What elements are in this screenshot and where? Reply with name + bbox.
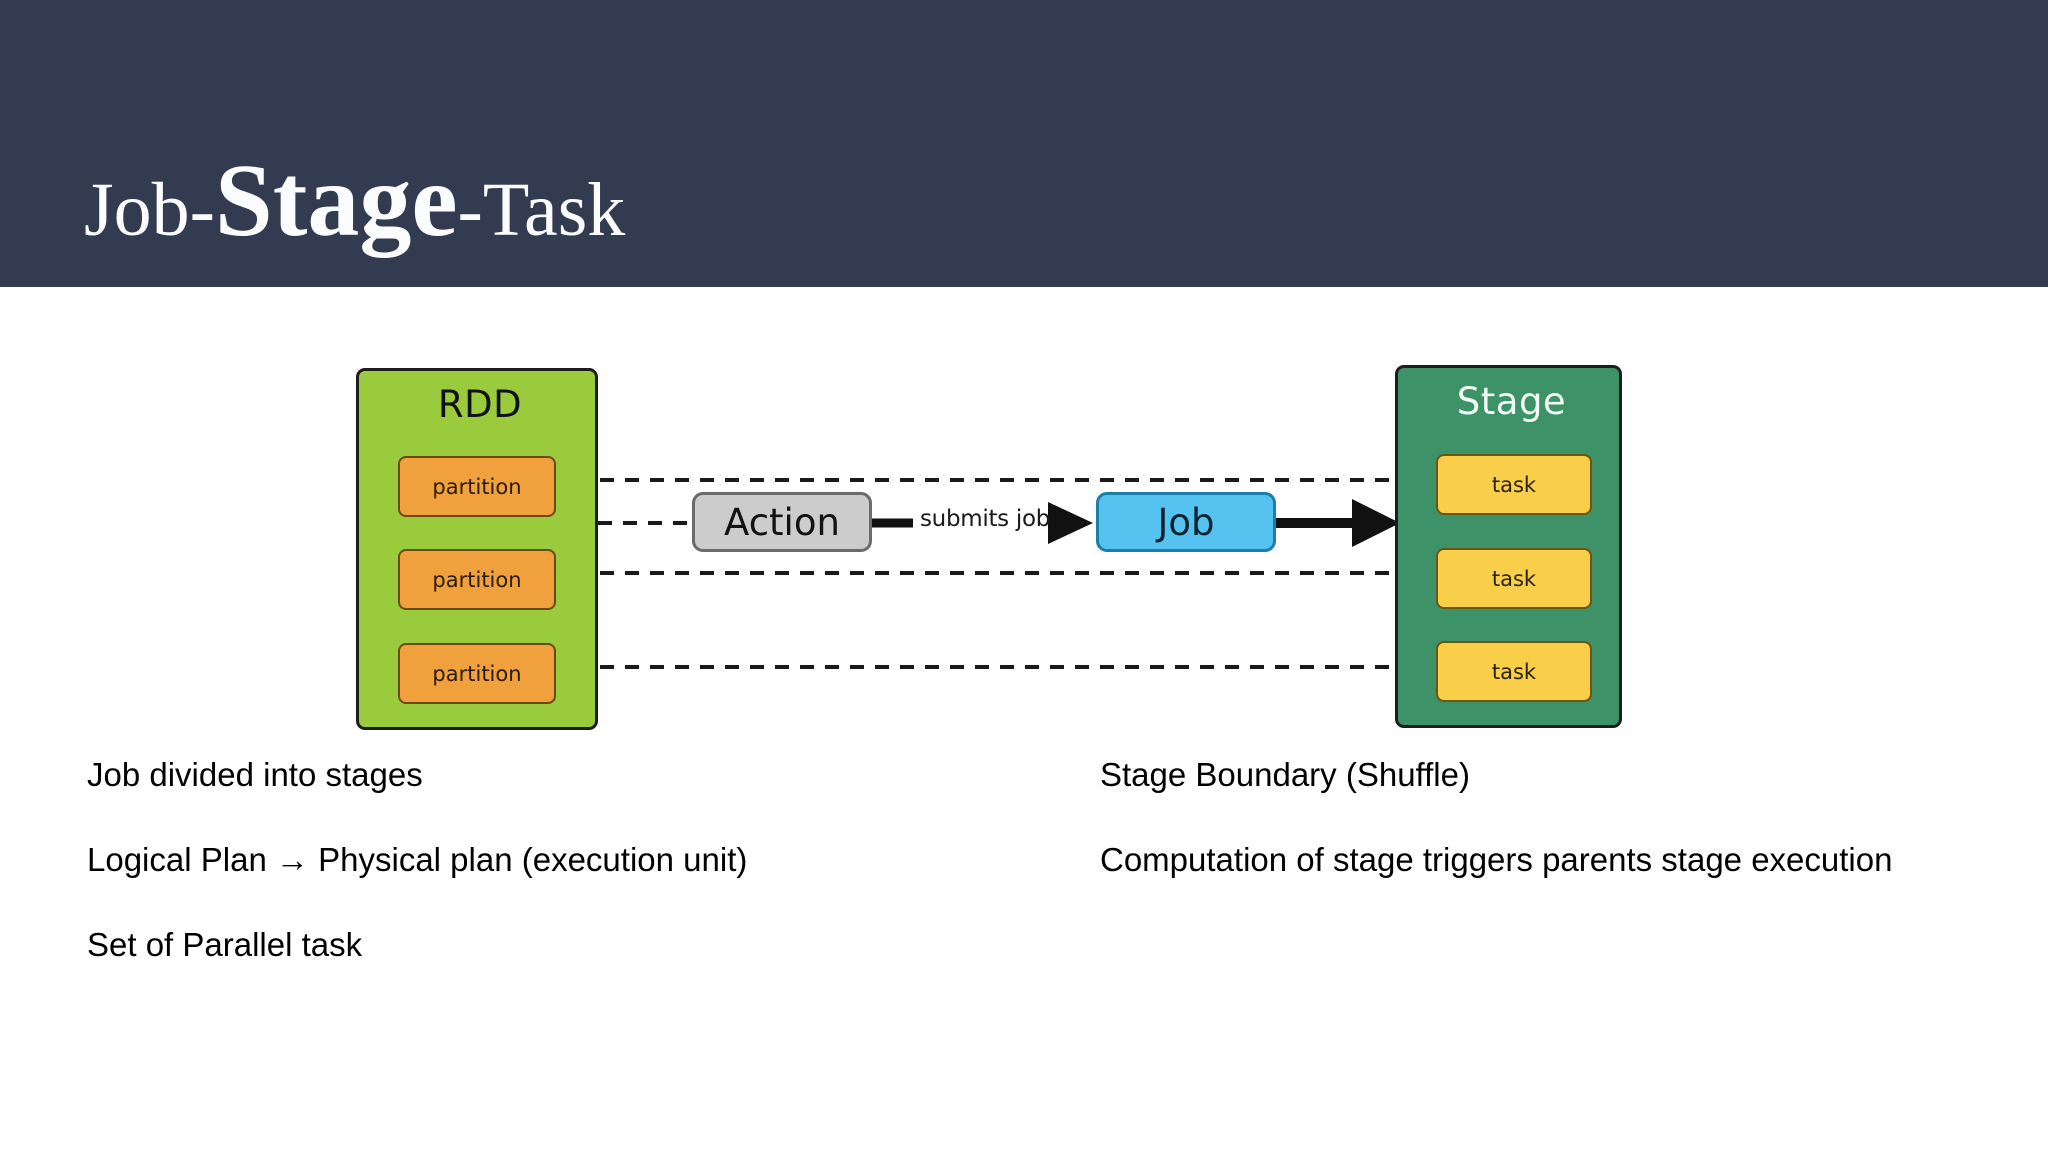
page-title: Job-Stage-Task: [84, 149, 625, 253]
partition-box[interactable]: partition: [398, 456, 556, 517]
action-node[interactable]: Action: [692, 492, 872, 552]
bullet-item: Logical Plan → Physical plan (execution …: [87, 840, 748, 878]
rdd-label: RDD: [437, 383, 523, 426]
task-box[interactable]: task: [1436, 548, 1592, 609]
arrowhead-submits-job: [1048, 502, 1093, 544]
spark-job-stage-task-diagram: RDD partition partition partition Action…: [0, 287, 2048, 757]
stage-container[interactable]: Stage task task task: [1395, 365, 1622, 728]
title-segment-task: Task: [482, 168, 626, 253]
title-separator-1: -: [189, 168, 215, 253]
title-segment-job: Job: [84, 168, 190, 253]
submits-job-edge-label: submits job: [919, 506, 1051, 532]
stage-label: Stage: [1456, 380, 1567, 423]
title-header-bar: [0, 0, 2048, 287]
title-segment-stage: Stage: [214, 143, 458, 259]
rdd-container[interactable]: RDD partition partition partition: [356, 368, 598, 730]
diagram-connectors: [540, 459, 1400, 688]
bullet-item: Set of Parallel task: [87, 925, 363, 963]
partition-box[interactable]: partition: [398, 549, 556, 610]
bullet-column-left: Job divided into stages Logical Plan → P…: [87, 756, 1007, 1012]
bullet-section: Job divided into stages Logical Plan → P…: [0, 756, 2048, 1152]
bullet-column-right: Stage Boundary (Shuffle) Computation of …: [1100, 756, 1960, 927]
bullet-item: Computation of stage triggers parents st…: [1100, 840, 1893, 878]
task-box[interactable]: task: [1436, 641, 1592, 702]
bullet-item: Stage Boundary (Shuffle): [1100, 756, 1470, 793]
slide-body: RDD partition partition partition Action…: [0, 287, 2048, 1152]
bullet-item: Job divided into stages: [87, 756, 423, 793]
arrowhead-job-to-stage: [1352, 499, 1400, 547]
title-separator-2: -: [457, 168, 483, 253]
job-node[interactable]: Job: [1096, 492, 1276, 552]
task-box[interactable]: task: [1436, 454, 1592, 515]
partition-box[interactable]: partition: [398, 643, 556, 704]
